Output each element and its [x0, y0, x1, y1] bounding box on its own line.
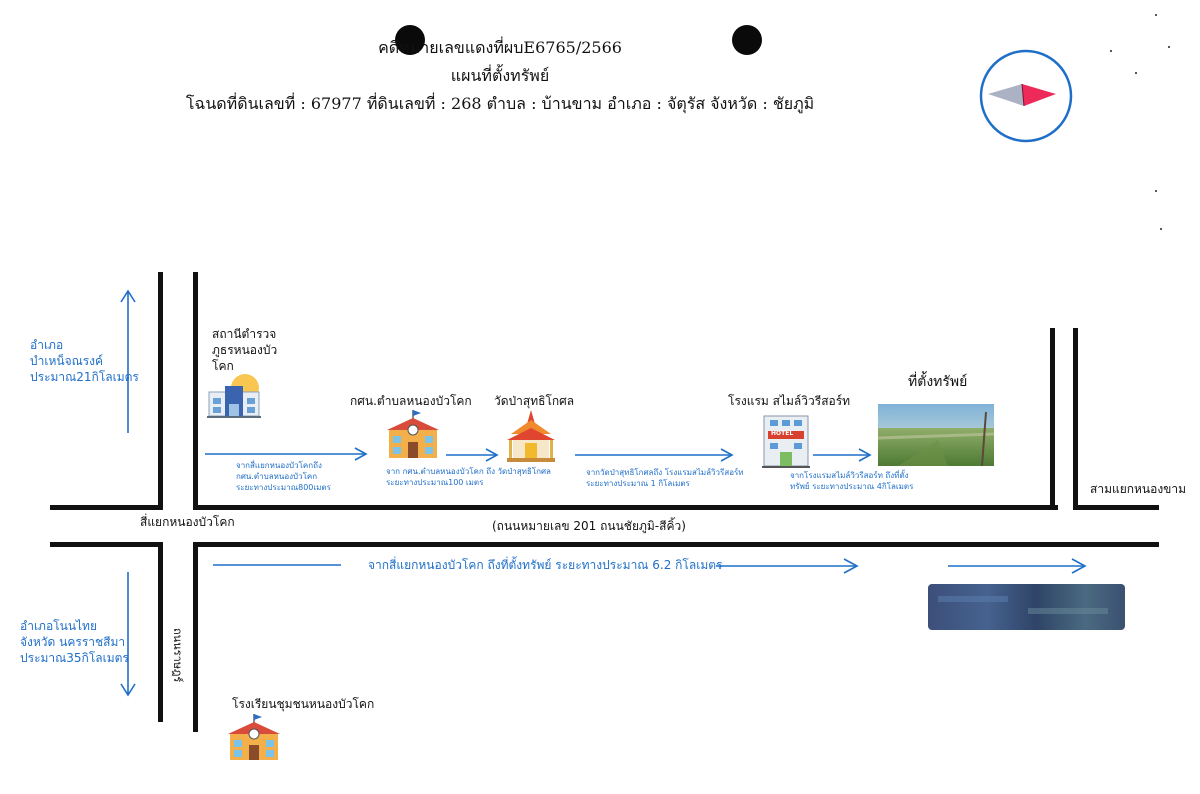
main-road-top-right — [1073, 505, 1159, 510]
arrow-right-icon — [716, 558, 859, 574]
temple-icon — [507, 410, 555, 462]
scan-speck — [1155, 14, 1157, 16]
main-road-bottom-left — [50, 542, 163, 547]
main-road-top-left — [50, 505, 163, 510]
distance-north-label: อำเภอบำเหน็จณรงค์ ประมาณ21กิโลเมตร — [30, 338, 139, 384]
arrow-right-icon — [205, 447, 368, 461]
hotel-sign-text: HOTEL — [771, 430, 794, 437]
map-title: แผนที่ตั้งทรัพย์ — [450, 66, 550, 85]
hotel-icon — [762, 415, 810, 468]
route-dash-left — [213, 564, 341, 566]
segment-2-note: จาก กศน.ตำบลหนองบัวโคก ถึง วัดป่าสุทธิโก… — [386, 467, 551, 487]
punch-hole-left — [395, 25, 425, 55]
community-school-label: โรงเรียนชุมชนหนองบัวโคก — [232, 697, 375, 711]
arrow-right-icon — [446, 448, 499, 462]
main-road-bottom — [193, 542, 1159, 547]
scan-speck — [1160, 228, 1162, 230]
road-west-upper-left — [158, 272, 163, 510]
distance-south-label: อำเภอโนนไทย จังหวัด นครราชสีมา ประมาณ35ก… — [20, 619, 129, 665]
property-photo — [877, 404, 995, 467]
scan-speck — [1155, 190, 1157, 192]
compass-icon — [979, 49, 1073, 143]
case-number: คดีหมายเลขแดงที่ผบE6765/2566 — [378, 38, 622, 57]
road-south-left — [158, 542, 163, 722]
total-distance-label: จากสี่แยกหนองบัวโคก ถึงที่ตั้งทรัพย์ ระย… — [368, 558, 723, 572]
arrow-right-icon — [813, 448, 872, 462]
scan-speck — [1168, 46, 1170, 48]
scan-speck — [1135, 72, 1137, 74]
school-icon — [387, 410, 439, 458]
segment-4-note: จากโรงแรมสไมล์วิวรีสอร์ท ถึงที่ตั้งทรัพย… — [790, 471, 914, 491]
hotel-label: โรงแรม สไมล์วิวรีสอร์ท — [728, 394, 851, 408]
road-east-right — [1073, 328, 1078, 510]
redacted-block — [928, 584, 1125, 630]
road-east-left — [1050, 328, 1055, 510]
arrow-right-icon — [948, 558, 1087, 574]
junction-3way-label: สามแยกหนองขาม — [1090, 482, 1187, 496]
school-icon — [228, 714, 280, 760]
segment-3-note: จากวัดป่าสุทธิโกศลถึง โรงแรมสไมล์วิวรีสอ… — [586, 468, 744, 488]
side-road-label: ถนนราษฎร์ — [171, 628, 184, 683]
main-road-top — [193, 505, 1058, 510]
junction-4way-label: สี่แยกหนองบัวโคก — [140, 515, 235, 529]
property-label: ที่ตั้งทรัพย์ — [908, 374, 968, 390]
main-road-label: (ถนนหมายเลข 201 ถนนชัยภูมิ-สีคิ้ว) — [492, 519, 686, 533]
scan-speck — [1110, 50, 1112, 52]
deed-info: โฉนดที่ดินเลขที่ : 67977 ที่ดินเลขที่ : … — [185, 94, 815, 113]
punch-hole-right — [732, 25, 762, 55]
police-station-icon — [207, 374, 261, 418]
police-station-label: สถานีตำรวจ ภูธรหนองบัว โคก — [212, 327, 278, 373]
nfe-center-label: กศน.ตำบลหนองบัวโคก — [350, 394, 472, 408]
road-south-right — [193, 542, 198, 732]
road-west-upper-right — [193, 272, 198, 510]
segment-1-note: จากสี่แยกหนองบัวโคกถึง กศน.ตำบลหนองบัวโค… — [236, 461, 331, 492]
temple-label: วัดป่าสุทธิโกศล — [494, 394, 575, 408]
arrow-right-icon — [575, 448, 734, 462]
arrow-up-icon — [120, 289, 136, 433]
arrow-down-icon — [120, 572, 136, 697]
